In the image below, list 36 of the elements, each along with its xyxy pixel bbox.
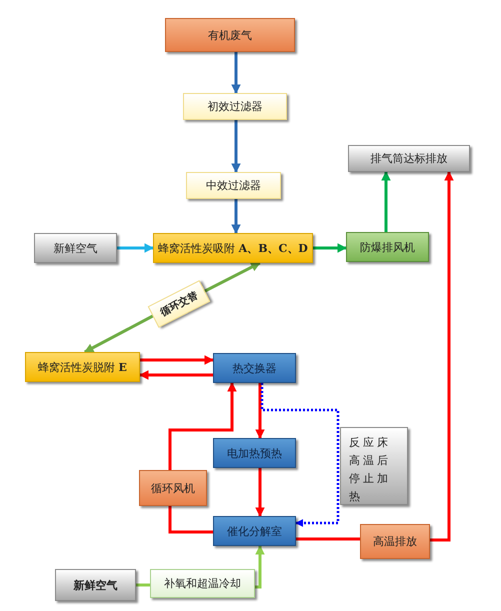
process-box: 新鲜空气 xyxy=(55,569,136,601)
note-box: 反应床高温后停止加热 xyxy=(340,427,408,505)
arrow xyxy=(313,243,347,253)
arrow xyxy=(140,355,214,365)
process-box: 催化分解室 xyxy=(213,516,296,546)
arrow xyxy=(168,382,237,470)
process-box: 电加热预热 xyxy=(213,438,296,468)
process-box: 新鲜空气 xyxy=(34,233,117,263)
arrow xyxy=(255,383,265,439)
arrow xyxy=(260,383,340,527)
arrow xyxy=(430,171,454,542)
arrow xyxy=(231,120,241,173)
connector-line xyxy=(296,538,360,540)
process-box: 有机废气 xyxy=(165,18,295,52)
process-box: 中效过滤器 xyxy=(186,172,281,199)
process-box: 初效过滤器 xyxy=(183,93,287,120)
arrow xyxy=(84,314,154,354)
process-box: 蜂窝活性炭脱附 E xyxy=(25,352,140,382)
arrow xyxy=(381,171,391,232)
process-box: 热交换器 xyxy=(213,353,296,383)
arrow xyxy=(139,370,213,380)
arrow xyxy=(231,52,241,94)
connector-line xyxy=(168,506,213,534)
arrow xyxy=(255,545,265,588)
connector-line xyxy=(136,584,150,586)
process-box: 高温排放 xyxy=(360,524,430,559)
arrow xyxy=(255,468,265,517)
arrow xyxy=(117,243,154,253)
arrow xyxy=(231,199,241,234)
label-box: 循环交替 xyxy=(148,280,210,328)
arrow xyxy=(202,262,261,294)
process-box: 防爆排风机 xyxy=(346,232,429,262)
process-box: 循环风机 xyxy=(139,470,207,506)
process-box: 补氧和超温冷却 xyxy=(150,569,255,598)
process-box: 排气筒达标排放 xyxy=(348,145,470,172)
process-box: 蜂窝活性炭吸附 A、B、C、D xyxy=(153,233,313,263)
